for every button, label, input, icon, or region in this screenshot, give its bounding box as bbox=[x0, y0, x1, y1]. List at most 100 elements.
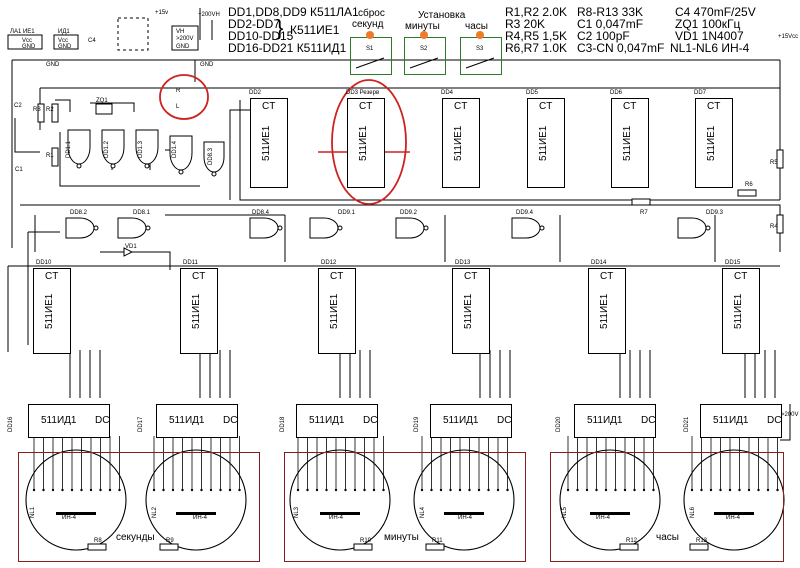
crystal-zq1 bbox=[95, 103, 113, 115]
tube-nl3-cathode-8 bbox=[372, 488, 376, 492]
power-gnd-4: GND bbox=[46, 62, 60, 68]
power-box-id1 bbox=[53, 34, 79, 50]
gate-dd13-bubble bbox=[144, 163, 150, 169]
decoder-dd21-chip: 511ИД1 bbox=[713, 415, 749, 426]
power-plus15vcc-label: +15Vcc bbox=[778, 34, 799, 40]
counter-dd4: DD4 CT 511ИЕ1 bbox=[441, 90, 480, 188]
gate-dd83-bubble bbox=[211, 171, 217, 177]
comp-col2-1: C1 0,047mF bbox=[577, 17, 644, 31]
tube-nl4-cathode-7 bbox=[487, 488, 490, 492]
gate-dd14-bubble bbox=[178, 169, 184, 175]
decoder-dd20: 511ИД1 DC bbox=[574, 404, 656, 438]
counter-dd12-label: DD12 bbox=[321, 260, 337, 266]
tube-nl4-type: ИН-4 bbox=[458, 515, 472, 521]
switch-contact-3 bbox=[465, 57, 495, 69]
resistor-r10-label: R10 bbox=[360, 538, 372, 544]
setup-title: Установка bbox=[418, 10, 466, 21]
reset-title-1: сброс bbox=[358, 8, 385, 19]
tube-nl5-cathode-8 bbox=[642, 488, 646, 492]
counter-dd15-label: DD15 bbox=[725, 260, 741, 266]
hours-button-icon[interactable] bbox=[476, 31, 484, 39]
gate-dd82-label: DD8.2 bbox=[70, 210, 88, 216]
jumper-r-label: R bbox=[176, 88, 181, 94]
counter-dd10-chip: 511ИЕ1 bbox=[44, 293, 55, 329]
tube-nl3-cathode-6 bbox=[353, 488, 357, 492]
diode-vd1 bbox=[123, 247, 134, 257]
comp-col3-3: NL1-NL6 ИН-4 bbox=[670, 41, 750, 55]
tube-nl1-cathode-7 bbox=[99, 488, 102, 492]
tube-nl2-anode bbox=[176, 512, 216, 515]
legend-line-3: DD10-DD15 bbox=[228, 29, 294, 43]
power-vh-label: VH bbox=[176, 29, 185, 35]
power-box-la1 bbox=[7, 34, 43, 50]
decoder-dd18-chip: 511ИД1 bbox=[309, 415, 345, 426]
gate-dd81-bubble bbox=[145, 225, 151, 231]
switch-s1[interactable]: S1 bbox=[350, 37, 392, 75]
switch-s3[interactable]: S3 bbox=[460, 37, 502, 75]
counter-dd7: DD7 CT 511ИЕ1 bbox=[694, 90, 733, 188]
tube-nl4-cathode-1 bbox=[430, 488, 433, 492]
switch-s1-label: S1 bbox=[366, 46, 374, 52]
vd1-label: VD1 bbox=[125, 244, 137, 250]
tube-nl5-anode bbox=[590, 512, 630, 515]
gate-dd82-bubble bbox=[93, 225, 99, 231]
tube-nl6-cathode-1 bbox=[700, 488, 703, 492]
tube-nl4-cathode-4 bbox=[458, 488, 462, 492]
tube-nl4-anode bbox=[444, 512, 484, 515]
tube-nl1-cathode-1 bbox=[42, 488, 45, 492]
tube-nl4-cathode-2 bbox=[439, 488, 443, 492]
tube-nl5-cathode-6 bbox=[623, 488, 627, 492]
decoder-dd16-chip: 511ИД1 bbox=[41, 415, 77, 426]
counter-dd13-label: DD13 bbox=[455, 260, 471, 266]
counter-dd2-ct: CT bbox=[262, 101, 276, 112]
tube-nl1-anode bbox=[56, 512, 96, 515]
decoder-dd21-label: DD21 bbox=[684, 416, 690, 432]
counter-dd14: DD14 CT 511ИЕ1 bbox=[588, 260, 626, 354]
resistor-tube-4 bbox=[425, 543, 445, 551]
tube-nl2-cathode-1 bbox=[162, 488, 165, 492]
decoder-dd17-dc: DC bbox=[223, 415, 238, 426]
gate-dd11-bubble bbox=[76, 163, 82, 169]
counter-dd11-ct: CT bbox=[192, 271, 206, 282]
display-group-hours bbox=[550, 452, 784, 562]
switch-s2[interactable]: S2 bbox=[404, 37, 446, 75]
counter-dd2-label: DD2 bbox=[249, 90, 262, 96]
decoder-dd20-chip: 511ИД1 bbox=[587, 415, 623, 426]
resistor-tube-5 bbox=[619, 543, 639, 551]
decoder-dd18-dc: DC bbox=[363, 415, 378, 426]
gate-dd82 bbox=[65, 217, 95, 239]
r1-label: R1 bbox=[46, 153, 54, 159]
tube-nl4-cathode-9 bbox=[506, 488, 509, 492]
counter-dd12: DD12 CT 511ИЕ1 bbox=[318, 260, 356, 354]
resistor-r12-label: R12 bbox=[626, 538, 638, 544]
legend-group: К511ИЕ1 bbox=[290, 23, 340, 37]
comp-col1-0: R1,R2 2.0K bbox=[505, 5, 568, 19]
tube-nl2-cathode-6 bbox=[209, 488, 213, 492]
c2-label: C2 bbox=[14, 103, 22, 109]
reset-button-icon[interactable] bbox=[366, 31, 374, 39]
counter-dd11-chip: 511ИЕ1 bbox=[191, 293, 202, 329]
minutes-button-icon[interactable] bbox=[420, 31, 428, 39]
decoder-dd16-dc: DC bbox=[95, 415, 110, 426]
counter-dd4-label: DD4 bbox=[441, 90, 454, 96]
resistor-r11-label: R11 bbox=[432, 538, 443, 544]
counter-dd5: DD5 CT 511ИЕ1 bbox=[526, 90, 565, 188]
tube-nl3-cathode-5 bbox=[344, 488, 347, 492]
jumper-l-label: L bbox=[176, 104, 180, 110]
decoder-dd19-chip: 511ИД1 bbox=[443, 415, 479, 426]
counter-dd13: DD13 CT 511ИЕ1 bbox=[452, 260, 490, 354]
tube-nl4-cathode-5 bbox=[468, 488, 471, 492]
tube-nl3-label: NL3 bbox=[294, 506, 300, 518]
gate-dd93 bbox=[677, 217, 707, 239]
comp-col3-1: ZQ1 100кГц bbox=[675, 17, 741, 31]
dd11-label: DD1.1 bbox=[66, 140, 72, 158]
power-gnd-1: GND bbox=[22, 44, 36, 50]
gate-dd93-bubble bbox=[705, 225, 711, 231]
power-vcc-2: Vcc bbox=[58, 38, 69, 44]
comp-col1-2: R4,R5 1,5K bbox=[505, 29, 568, 43]
resistor-r3 bbox=[37, 103, 45, 123]
counter-dd14-ct: CT bbox=[600, 271, 614, 282]
tube-nl4-cathode-3 bbox=[449, 488, 452, 492]
tube-nl1-cathode-6 bbox=[89, 488, 93, 492]
power-c4-label: C4 bbox=[88, 38, 96, 44]
